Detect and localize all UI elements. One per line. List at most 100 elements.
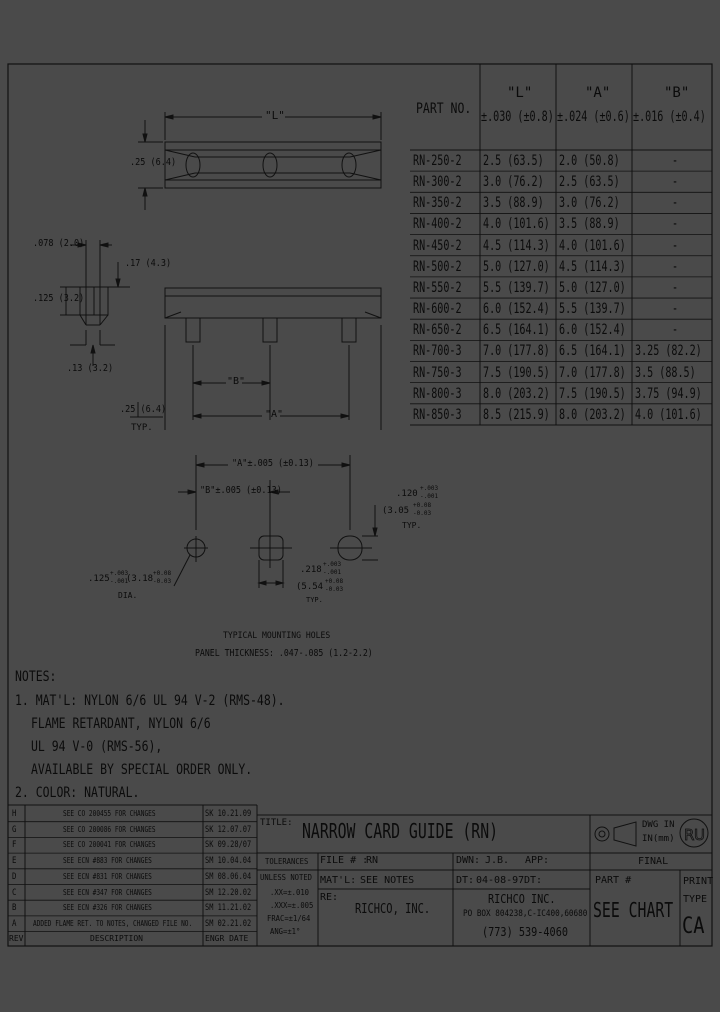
note-line-3: UL 94 V-0 (RMS-56),	[31, 739, 163, 755]
note-line-4: AVAILABLE BY SPECIAL ORDER ONLY.	[31, 762, 253, 778]
table-l-cell: 7.5 (190.5)	[483, 364, 550, 381]
table-b-cell: -	[672, 237, 679, 254]
rev-description: SEE ECN #326 FOR CHANGES	[63, 903, 152, 913]
note-line-5: 2. COLOR: NATURAL.	[15, 785, 140, 801]
top-view	[138, 112, 382, 210]
rev-letter: B	[12, 903, 17, 914]
table-part-cell: RN-250-2	[413, 153, 462, 169]
table-b-cell: -	[672, 301, 679, 318]
table-b-cell: 3.25 (82.2)	[635, 343, 702, 360]
re-label: RE:	[320, 892, 339, 903]
sq-tol-minus: -.001	[323, 569, 342, 576]
b-header: "B"	[664, 85, 690, 101]
table-b-cell: -	[672, 258, 679, 275]
table-l-cell: 5.0 (127.0)	[483, 258, 550, 275]
note-line-2: FLAME RETARDANT, NYLON 6/6	[31, 716, 211, 732]
file-label: FILE # :	[320, 855, 369, 866]
rev-engr-date: SK 10.21.09	[205, 809, 252, 819]
rev-letter: H	[12, 809, 17, 819]
part-no-header: PART NO.	[416, 101, 472, 117]
dwn-value: J.B.	[485, 855, 510, 866]
type-label: TYPE	[683, 894, 708, 905]
a-tolerance: ±.024 (±0.6)	[557, 109, 630, 125]
dia-label: DIA.	[118, 591, 138, 600]
table-a-cell: 7.0 (177.8)	[559, 364, 626, 381]
rev-engr-date: SK 12.07.07	[205, 824, 252, 835]
table-part-cell: RN-650-2	[413, 322, 462, 339]
slot-dim: .120	[396, 489, 418, 499]
pin-h3-dim: .13 (3.2)	[67, 363, 114, 374]
table-a-cell: 5.0 (127.0)	[559, 279, 626, 296]
table-b-cell: -	[672, 322, 679, 339]
tol-5: FRAC=±1/64	[267, 914, 311, 923]
table-l-cell: 6.0 (152.4)	[483, 301, 550, 318]
holes-caption-2: PANEL THICKNESS: .047-.085 (1.2-2.2)	[195, 648, 373, 659]
l-header: "L"	[507, 85, 533, 101]
table-part-cell: RN-700-3	[413, 343, 462, 360]
rev-description: SEE ECN #347 FOR CHANGES	[63, 887, 152, 897]
final-status: FINAL	[638, 856, 669, 867]
table-a-cell: 7.5 (190.5)	[559, 385, 626, 402]
print-label: PRINT	[683, 876, 714, 887]
table-l-cell: 4.0 (101.6)	[483, 216, 550, 233]
matl-value: SEE NOTES	[360, 875, 415, 886]
rev-engr-date: SM 02.21.02	[205, 918, 252, 929]
pin-h2-dim: .125 (3.2)	[33, 293, 85, 304]
table-part-cell: RN-850-3	[413, 406, 462, 423]
title-block-grid	[257, 814, 712, 946]
svg-text:R: R	[684, 826, 694, 844]
side-view	[60, 240, 130, 366]
matl-label: MAT'L:	[320, 875, 357, 886]
table-b-cell: -	[672, 153, 679, 169]
rev-header-desc: DESCRIPTION	[90, 934, 143, 943]
table-a-cell: 3.5 (88.9)	[559, 216, 620, 233]
table-a-cell: 4.5 (114.3)	[559, 258, 626, 275]
tol-2: UNLESS NOTED	[260, 873, 313, 882]
dwg-mm-label: IN(mm)	[642, 834, 675, 844]
table-b-cell: -	[672, 216, 679, 233]
dia-mm: (3.18	[126, 574, 154, 584]
table-l-cell: 4.5 (114.3)	[483, 237, 550, 254]
table-l-cell: 2.5 (63.5)	[483, 153, 544, 169]
dia-tol-minus: -.001	[110, 578, 129, 585]
rev-description: SEE CO 200086 FOR CHANGES	[63, 824, 156, 834]
table-l-cell: 8.0 (203.2)	[483, 385, 550, 402]
dia-mm-minus: -0.03	[153, 578, 172, 585]
tol-4: .XXX=±.005	[270, 901, 314, 910]
holes-b-dim: "B"±.005 (±0.13)	[200, 485, 282, 496]
table-b-cell: -	[672, 174, 679, 191]
sq-typ: TYP.	[306, 596, 323, 604]
part-label: PART #	[595, 875, 632, 886]
company-phone: (773) 539-4060	[482, 925, 568, 939]
rev-description: SEE CO 200455 FOR CHANGES	[63, 809, 156, 818]
tol-3: .XX=±.010	[270, 888, 310, 897]
note-line-1: 1. MAT'L: NYLON 6/6 UL 94 V-2 (RMS-48).	[15, 693, 285, 709]
rev-description: SEE CO 200041 FOR CHANGES	[63, 840, 156, 850]
table-l-cell: 7.0 (177.8)	[483, 343, 550, 360]
table-a-cell: 6.5 (164.1)	[559, 343, 626, 360]
company-address: PO BOX 804238,C-IC400,60680	[463, 909, 588, 919]
rev-engr-date: SM 10.04.04	[205, 856, 252, 867]
part-table-grid	[410, 64, 712, 426]
table-l-cell: 3.0 (76.2)	[483, 174, 544, 191]
table-a-cell: 6.0 (152.4)	[559, 322, 626, 339]
table-part-cell: RN-500-2	[413, 258, 462, 275]
sheet-border	[7, 63, 713, 947]
re-value: RICHCO, INC.	[355, 902, 431, 917]
table-part-cell: RN-400-2	[413, 216, 462, 233]
front-height-dim: .25 (6.4)	[120, 404, 167, 415]
rev-engr-date: SM 11.21.02	[205, 903, 252, 914]
rev-letter: E	[12, 856, 17, 867]
table-part-cell: RN-550-2	[413, 279, 462, 296]
dt2-label: DT:	[524, 875, 543, 886]
table-l-cell: 8.5 (215.9)	[483, 406, 550, 423]
table-l-cell: 6.5 (164.1)	[483, 322, 550, 339]
dt-label: DT:	[456, 875, 475, 886]
table-l-cell: 5.5 (139.7)	[483, 279, 550, 296]
rev-engr-date: SK 09.28/07	[205, 840, 252, 851]
table-b-cell: 3.75 (94.9)	[635, 385, 702, 402]
rev-letter: F	[12, 840, 17, 851]
dia-dim: .125	[88, 574, 110, 584]
table-part-cell: RN-600-2	[413, 301, 462, 318]
